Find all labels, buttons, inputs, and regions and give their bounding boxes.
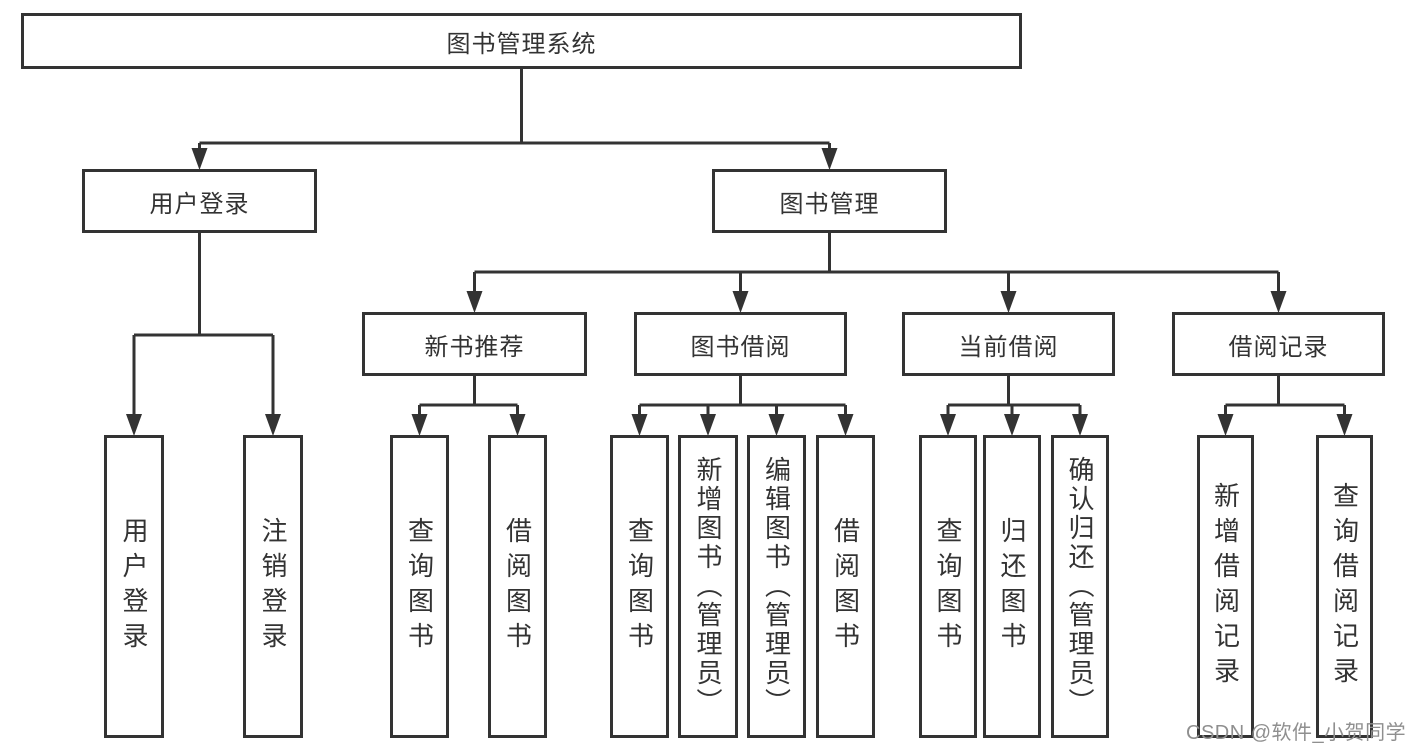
node-br-add: 新增借阅记录 xyxy=(1197,435,1254,738)
node-label-bb-query: 查询图书 xyxy=(624,516,655,657)
node-label-bb-borrow: 借阅图书 xyxy=(830,516,861,657)
node-current-borrow: 当前借阅 xyxy=(902,312,1115,376)
node-label-user-login: 用户登录 xyxy=(149,190,250,218)
node-label-current-borrow: 当前借阅 xyxy=(958,333,1059,361)
node-label-cb-return: 归还图书 xyxy=(997,516,1027,657)
node-bb-borrow: 借阅图书 xyxy=(816,435,875,738)
node-label-root: 图书管理系统 xyxy=(446,30,597,58)
node-label-bb-add: 新增图书（管理员） xyxy=(693,456,723,717)
node-borrow-record: 借阅记录 xyxy=(1172,312,1385,376)
node-label-br-query: 查询借阅记录 xyxy=(1329,481,1360,692)
node-bb-edit: 编辑图书（管理员） xyxy=(747,435,806,738)
node-label-cb-confirm: 确认归还（管理员） xyxy=(1065,456,1095,717)
node-label-book-borrow: 图书借阅 xyxy=(690,333,791,361)
node-bb-query: 查询图书 xyxy=(610,435,669,738)
node-cb-return: 归还图书 xyxy=(983,435,1041,738)
node-label-bb-edit: 编辑图书（管理员） xyxy=(761,456,792,717)
node-nbr-query: 查询图书 xyxy=(390,435,449,738)
node-bb-add: 新增图书（管理员） xyxy=(678,435,738,738)
node-book-mgmt: 图书管理 xyxy=(712,169,947,233)
node-nbr-borrow: 借阅图书 xyxy=(488,435,547,738)
watermark: CSDN @软件_小贺同学 xyxy=(1186,722,1405,744)
node-label-cb-query: 查询图书 xyxy=(933,516,963,657)
node-login: 用户登录 xyxy=(104,435,164,738)
node-br-query: 查询借阅记录 xyxy=(1316,435,1373,738)
node-cb-confirm: 确认归还（管理员） xyxy=(1051,435,1109,738)
node-label-nbr-query: 查询图书 xyxy=(404,516,435,657)
node-label-logout: 注销登录 xyxy=(258,516,288,657)
node-label-nbr-borrow: 借阅图书 xyxy=(502,516,533,657)
node-label-borrow-record: 借阅记录 xyxy=(1228,333,1329,361)
node-label-new-book-rec: 新书推荐 xyxy=(424,333,525,361)
node-cb-query: 查询图书 xyxy=(919,435,977,738)
node-label-login: 用户登录 xyxy=(119,516,149,657)
node-label-br-add: 新增借阅记录 xyxy=(1210,481,1241,692)
node-logout: 注销登录 xyxy=(243,435,303,738)
node-user-login: 用户登录 xyxy=(82,169,317,233)
node-new-book-rec: 新书推荐 xyxy=(362,312,587,376)
node-label-book-mgmt: 图书管理 xyxy=(779,190,880,218)
node-root: 图书管理系统 xyxy=(21,13,1022,69)
arrowheads xyxy=(126,148,1353,436)
node-book-borrow: 图书借阅 xyxy=(634,312,847,376)
